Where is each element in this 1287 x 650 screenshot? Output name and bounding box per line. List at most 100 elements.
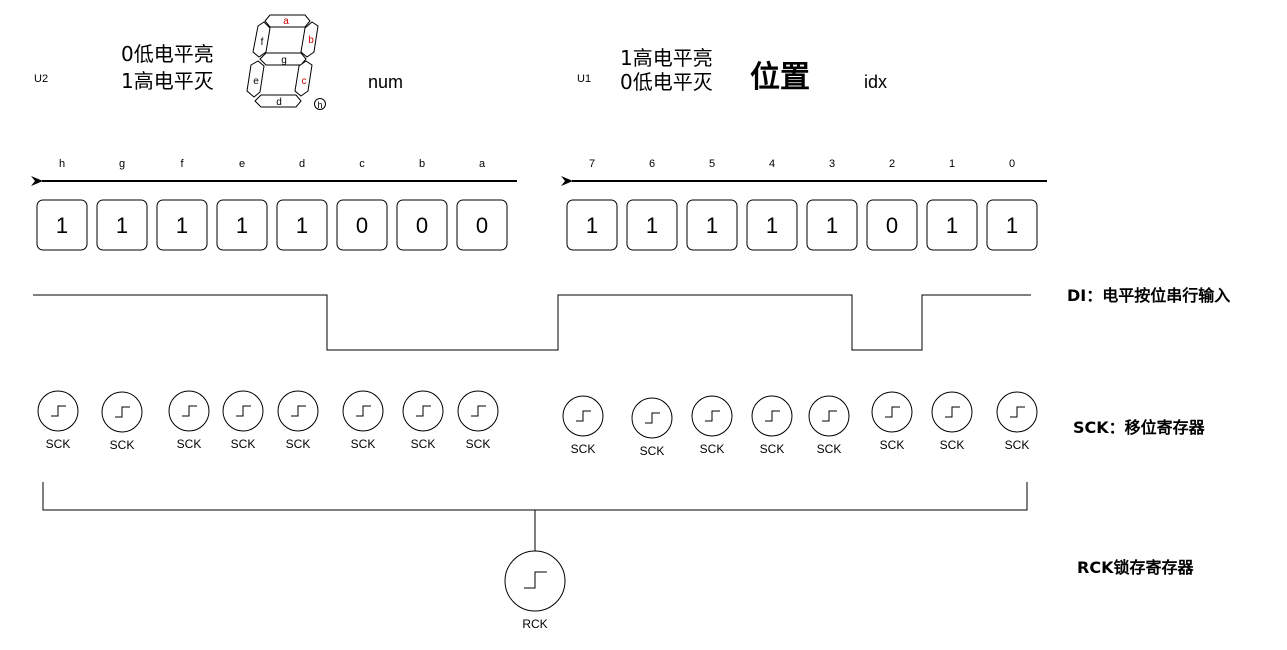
sck-clock-label: SCK	[231, 437, 256, 451]
num-bit-value: 0	[356, 213, 368, 238]
sck-clock-icon	[457, 390, 499, 432]
num-bit-name: g	[119, 158, 125, 170]
sck-clock-icon	[691, 395, 733, 437]
num-bit-box	[216, 199, 268, 251]
num-label: num	[368, 72, 403, 92]
segment-d-label: d	[276, 97, 282, 108]
num-bit-name: a	[479, 158, 486, 170]
sck-clock-icon	[808, 395, 850, 437]
num-bit-name: e	[239, 158, 245, 170]
sck-clock-label: SCK	[880, 438, 905, 452]
idx-bit-name: 0	[1009, 158, 1015, 170]
idx-bit-box	[926, 199, 978, 251]
sck-clock-label: SCK	[940, 438, 965, 452]
sck-clock-icon	[277, 390, 319, 432]
u2-label: U2	[34, 73, 48, 85]
idx-bit-name: 1	[949, 158, 955, 170]
num-bit-value: 1	[116, 213, 128, 238]
idx-bit-box	[986, 199, 1038, 251]
position-title: 位置	[750, 60, 810, 95]
num-bit-box	[36, 199, 88, 251]
segment-b	[300, 21, 319, 58]
sck-clock-label: SCK	[640, 444, 665, 458]
idx-bit-box	[566, 199, 618, 251]
segment-f	[252, 21, 271, 58]
rck-label: RCK锁存寄存器	[1077, 558, 1194, 577]
idx-bit-box	[686, 199, 738, 251]
seven-segment-icon: a f b g e c d h	[246, 14, 326, 110]
sck-clock-icon	[871, 391, 913, 433]
sck-clock-icon	[101, 391, 143, 433]
idx-bit-value: 1	[586, 213, 598, 238]
idx-bit-value: 1	[706, 213, 718, 238]
segment-b-label: b	[308, 35, 314, 46]
idx-bit-name: 6	[649, 158, 655, 170]
idx-bit-name: 4	[769, 158, 775, 170]
idx-bit-name: 5	[709, 158, 715, 170]
sck-clock-label: SCK	[351, 437, 376, 451]
di-waveform	[33, 294, 1031, 351]
sck-clock-icon	[402, 390, 444, 432]
decimal-point-label: h	[317, 100, 322, 110]
sck-clock-label: SCK	[571, 442, 596, 456]
num-bit-box	[336, 199, 388, 251]
num-bit-name: h	[59, 158, 65, 170]
u2-mode-line2: 1高电平灭	[121, 69, 214, 93]
sck-clock-label: SCK	[286, 437, 311, 451]
sck-clock-icon	[168, 390, 210, 432]
decimal-point-icon	[314, 98, 326, 110]
segment-g	[259, 52, 307, 66]
sck-clock-label: SCK	[110, 438, 135, 452]
num-bit-value: 1	[296, 213, 308, 238]
rck-bracket	[42, 482, 1028, 552]
sck-label: SCK：移位寄存器	[1073, 418, 1206, 437]
num-bit-value: 1	[56, 213, 68, 238]
idx-bit-box	[626, 199, 678, 251]
sck-clock-label: SCK	[817, 442, 842, 456]
segment-f-label: f	[261, 37, 264, 48]
idx-bit-value: 1	[826, 213, 838, 238]
idx-bit-value: 0	[886, 213, 898, 238]
di-label: DI：电平按位串行输入	[1067, 286, 1230, 305]
u2-mode-line1: 0低电平亮	[121, 42, 214, 66]
sck-clock-icon	[562, 395, 604, 437]
sck-clock-label: SCK	[177, 437, 202, 451]
idx-bit-value: 1	[646, 213, 658, 238]
segment-e	[246, 60, 265, 98]
sck-clock-label: SCK	[1005, 438, 1030, 452]
rck-clock-label: RCK	[522, 617, 547, 631]
num-bit-box	[456, 199, 508, 251]
num-bit-value: 0	[416, 213, 428, 238]
num-bit-box	[396, 199, 448, 251]
idx-bit-name: 3	[829, 158, 835, 170]
rck-clock-icon	[504, 550, 566, 612]
sck-clock-icon	[37, 390, 79, 432]
segment-a	[264, 14, 311, 28]
sck-clock-label: SCK	[700, 442, 725, 456]
num-bit-value: 1	[176, 213, 188, 238]
num-bit-value: 1	[236, 213, 248, 238]
num-bit-name: f	[180, 158, 184, 170]
idx-bit-value: 1	[1006, 213, 1018, 238]
segment-d	[254, 94, 302, 108]
idx-bit-name: 2	[889, 158, 895, 170]
num-bit-name: d	[299, 158, 305, 170]
segment-a-label: a	[283, 16, 289, 27]
idx-bit-box	[866, 199, 918, 251]
idx-bit-box	[806, 199, 858, 251]
num-bit-value: 0	[476, 213, 488, 238]
num-bit-name: b	[419, 158, 425, 170]
segment-g-label: g	[281, 55, 287, 66]
sck-clock-label: SCK	[46, 437, 71, 451]
sck-clock-icon	[342, 390, 384, 432]
segment-c-label: c	[302, 76, 307, 87]
u1-mode-line1: 1高电平亮	[620, 46, 713, 70]
idx-bit-value: 1	[946, 213, 958, 238]
num-bit-box	[96, 199, 148, 251]
num-bit-box	[276, 199, 328, 251]
